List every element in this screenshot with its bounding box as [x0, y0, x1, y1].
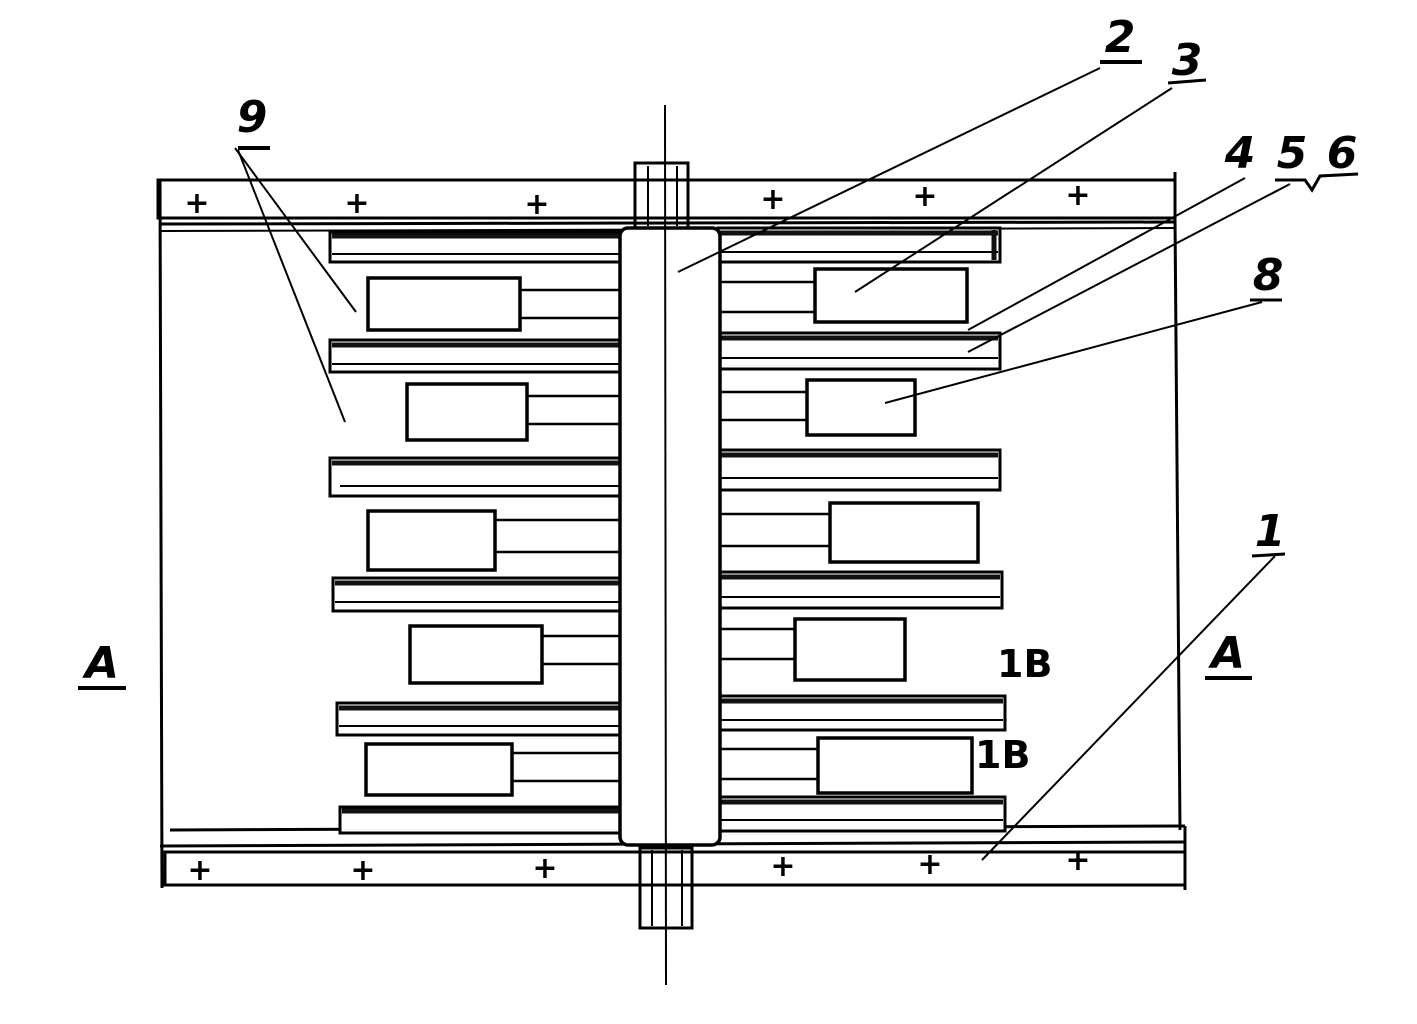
block	[828, 501, 980, 564]
housing-right-wall	[1173, 217, 1182, 831]
left-plates	[328, 230, 624, 835]
plate	[338, 805, 624, 835]
leader-line-9a	[234, 147, 357, 313]
top-bolt-marks: + + + + + +	[184, 178, 1090, 222]
bolt-mark: +	[184, 186, 209, 221]
block	[813, 267, 969, 324]
bolt-mark: +	[917, 847, 942, 882]
housing-left-wall	[158, 179, 164, 889]
bolt-mark: +	[524, 187, 549, 222]
block	[364, 742, 514, 797]
leader-line-1	[981, 555, 1276, 861]
plate	[716, 331, 1002, 371]
plate	[716, 570, 1004, 610]
label-a-right: A	[1208, 628, 1245, 679]
block	[366, 276, 522, 332]
plate	[335, 701, 624, 737]
label-a-left: A	[82, 638, 119, 689]
block-arm	[716, 627, 799, 661]
label-8: 8	[1253, 250, 1284, 301]
plate	[331, 576, 624, 613]
label-3: 3	[1172, 35, 1203, 86]
label-1b-upper: 1B	[997, 642, 1052, 686]
shaft-body	[618, 226, 722, 847]
right-plates	[716, 226, 1007, 833]
labels: 2 3 4 5 6 8 9 1 A A 1B 1B	[82, 12, 1357, 777]
block-arm	[716, 390, 811, 422]
block-arm	[538, 634, 624, 666]
leader-line-4	[967, 177, 1246, 331]
plate	[328, 338, 624, 374]
block-arm	[523, 394, 624, 426]
central-shaft	[618, 161, 722, 930]
label-4: 4	[1224, 128, 1256, 179]
block-arm	[716, 512, 834, 548]
label-2: 2	[1105, 12, 1136, 63]
label-9: 9	[237, 92, 268, 143]
bolt-mark: +	[532, 851, 557, 886]
plate	[716, 448, 1002, 492]
bolt-mark: +	[344, 186, 369, 221]
leader-line-3	[854, 87, 1173, 293]
label-1b-lower: 1B	[975, 733, 1030, 777]
bolt-mark: +	[760, 182, 785, 217]
bolt-mark: +	[350, 853, 375, 888]
block	[408, 624, 544, 685]
plate	[328, 456, 624, 498]
leader-lines	[234, 67, 1291, 861]
leader-line-8	[884, 301, 1263, 404]
label-underlines	[78, 60, 1359, 690]
bolt-mark: +	[770, 849, 795, 884]
centerline	[664, 104, 667, 986]
right-blocks	[690, 267, 980, 795]
bottom-bolt-marks: + + + + + +	[187, 843, 1090, 888]
plate	[328, 230, 624, 264]
underline-1	[1251, 552, 1286, 558]
block-arm	[508, 751, 624, 783]
label-6: 6	[1327, 128, 1358, 179]
leader-line-5-6	[967, 183, 1291, 353]
label-1: 1	[1255, 506, 1286, 557]
brace-5-6	[1275, 172, 1359, 193]
underline-3	[1167, 78, 1207, 85]
plate	[716, 795, 1007, 833]
bolt-mark: +	[187, 853, 212, 888]
block	[793, 617, 907, 682]
label-5: 5	[1277, 128, 1308, 179]
bolt-mark: +	[912, 179, 937, 214]
top-flange-lower-line	[159, 220, 1176, 226]
plate	[716, 694, 1007, 732]
bolt-mark: +	[1065, 843, 1090, 878]
block-arm	[491, 518, 624, 554]
block	[816, 736, 974, 795]
block	[805, 378, 917, 437]
block	[366, 509, 497, 572]
block	[405, 382, 529, 442]
leader-line-2	[677, 67, 1101, 273]
leader-line-9b	[237, 149, 346, 423]
bolt-mark: +	[1065, 178, 1090, 213]
block-arm	[516, 288, 624, 320]
block-arm	[716, 747, 822, 781]
